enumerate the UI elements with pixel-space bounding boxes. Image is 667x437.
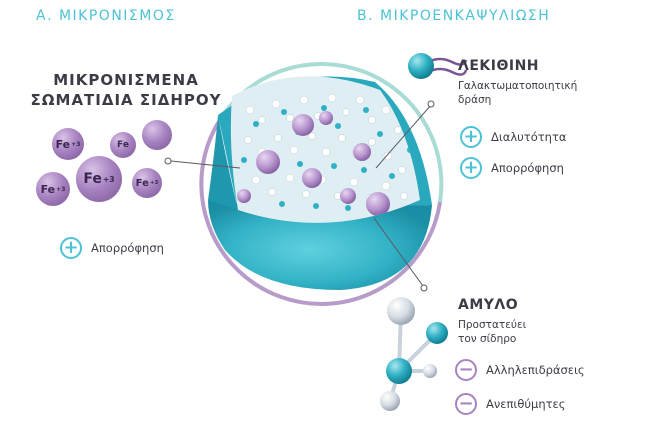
connector-left [170,160,241,169]
iron-granule [340,188,356,204]
starch-atom [426,322,448,344]
starch-atom [387,297,415,325]
iron-particle: Fe+3 [36,172,70,206]
micronized-title: ΜΙΚΡΟΝΙΣΜΕΝΑ ΣΩΜΑΤΙΔΙΑ ΣΙΔΗΡΟΥ [20,70,232,110]
left-benefit-label: Απορρόφηση [91,241,164,255]
lecithin-desc-line2: δράση [458,94,492,106]
lecithin-desc-line1: Γαλακτωματοποιητική [458,80,578,92]
capsule-shell-rim [208,115,238,210]
iron-granule [366,192,390,216]
iron-granule [319,111,333,125]
starch-atom [423,364,437,378]
starch-reduction-side-effects: Ανεπιθύμητες [486,397,566,411]
connector-starch [373,217,424,287]
micronized-title-line1: ΜΙΚΡΟΝΙΣΜΕΝΑ [53,71,199,89]
iron-granule [353,143,371,161]
starch-desc-line2: τον σίδηρο [458,333,517,345]
lecithin-description: Γαλακτωματοποιητική δράση [458,79,577,107]
capsule-shell-bowl [208,200,432,290]
lecithin-title: ΛΕΚΙΘΙΝΗ [458,58,539,74]
plus-icon: + [460,126,482,148]
starch-molecule-icon [388,310,439,402]
section-a-header: Α. ΜΙΚΡΟΝΙΣΜΟΣ [36,8,176,24]
starch-reduction-interactions: Αλληλεπιδράσεις [486,363,585,377]
iron-granule [302,168,322,188]
micronized-title-line2: ΣΩΜΑΤΙΔΙΑ ΣΙΔΗΡΟΥ [30,91,222,109]
minus-icon: − [455,359,477,381]
iron-particle: Fe [110,132,136,158]
iron-granule [256,150,280,174]
connector-lecithin [375,104,432,169]
starch-atom [380,391,400,411]
starch-description: Προστατεύει τον σίδηρο [458,318,526,346]
iron-particle-large: Fe+3 [76,156,122,202]
starch-title: ΑΜΥΛΟ [458,297,519,313]
outer-ring-purple [199,121,442,306]
iron-granule [292,114,314,136]
lecithin-molecule-icon [408,53,468,79]
lecithin-benefit-absorption: Απορρόφηση [491,161,564,175]
iron-particle: Fe+3 [52,128,84,160]
plus-icon: + [60,237,82,259]
iron-particle [142,120,172,150]
section-b-header: Β. ΜΙΚΡΟΕΝΚΑΨΥΛΙΩΣΗ [357,8,551,24]
iron-granule [237,189,251,203]
outer-ring-teal [216,61,444,203]
minus-icon: − [455,393,477,415]
starch-atom [386,358,412,384]
lecithin-benefit-solubility: Διαλυτότητα [491,130,567,144]
plus-icon: + [460,157,482,179]
starch-desc-line1: Προστατεύει [458,319,527,331]
iron-particle: Fe+3 [132,168,162,198]
